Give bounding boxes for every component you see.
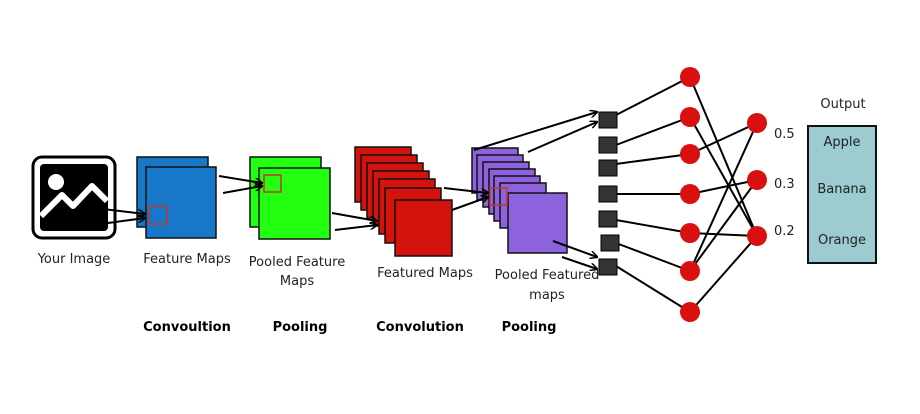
stage-convolution-1: Convoultion — [143, 320, 231, 335]
label-featured-maps: Featured Maps — [377, 266, 473, 281]
featured-maps-conv2 — [354, 146, 453, 257]
image-icon — [31, 155, 117, 240]
feature-maps-conv1 — [136, 156, 217, 239]
output-box: Apple Banana Orange — [807, 125, 877, 264]
stage-arrows — [102, 112, 597, 269]
label-feature-maps: Feature Maps — [143, 252, 231, 267]
probability-banana: 0.3 — [774, 177, 795, 192]
label-pooled-featured-maps-line2: maps — [529, 288, 565, 303]
output-class-orange: Orange — [817, 233, 867, 248]
flatten-layer — [598, 111, 620, 276]
output-layer-neurons — [747, 113, 767, 246]
label-pooled-feature-maps-line1: Pooled Feature — [248, 255, 346, 270]
pooled-feature-maps-1 — [249, 156, 331, 240]
label-your-image: Your Image — [37, 252, 111, 267]
stage-pooling-2: Pooling — [501, 320, 557, 335]
hidden-to-output-connections — [689, 76, 758, 313]
label-pooled-featured-maps-line1: Pooled Featured — [494, 268, 600, 283]
output-title: Output — [820, 97, 866, 112]
probability-apple: 0.5 — [774, 127, 795, 142]
hidden-layer-neurons — [680, 67, 700, 322]
pooled-featured-maps-2 — [471, 147, 568, 254]
flatten-to-hidden-connections — [615, 76, 691, 313]
stage-convolution-2: Convolution — [376, 320, 464, 335]
stage-pooling-1: Pooling — [272, 320, 328, 335]
label-pooled-feature-maps-line2: Maps — [279, 274, 315, 289]
output-class-apple: Apple — [823, 135, 861, 150]
output-class-banana: Banana — [817, 182, 867, 197]
probability-orange: 0.2 — [774, 224, 795, 239]
